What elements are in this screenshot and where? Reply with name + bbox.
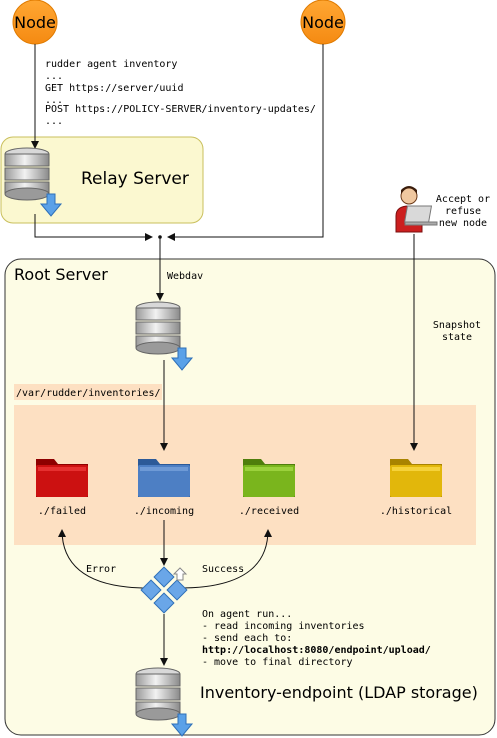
- inventories-path-label: /var/rudder/inventories/: [16, 388, 161, 399]
- line-node-to-merge: [167, 44, 324, 241]
- agent-command-line: POST https://POLICY-SERVER/inventory-upd…: [45, 104, 316, 115]
- process-diamonds-icon: [140, 566, 188, 614]
- database-icon: [135, 667, 194, 737]
- node-left: Node: [12, 0, 58, 45]
- success-label: Success: [202, 564, 244, 575]
- user-action-line: refuse: [445, 206, 481, 217]
- root-server-title: Root Server: [14, 265, 108, 284]
- agent-run-line: On agent run...: [202, 609, 292, 620]
- agent-run-line: - move to final directory: [202, 657, 353, 668]
- folder-historical-icon: [390, 459, 442, 497]
- folder-incoming-icon: [138, 459, 190, 497]
- error-label: Error: [86, 564, 116, 575]
- agent-run-line: - read incoming inventories: [202, 621, 365, 632]
- database-icon: [135, 301, 194, 371]
- folder-received-icon: [243, 459, 295, 497]
- user-laptop-icon: [395, 186, 438, 233]
- agent-command-line: ...: [45, 116, 63, 127]
- agent-run-notes: On agent run... - read incoming inventor…: [202, 609, 431, 668]
- agent-command-line: ...: [45, 71, 63, 82]
- connectors: [31, 44, 418, 666]
- line-relay-to-merge: [34, 214, 153, 241]
- node-right-label: Node: [302, 13, 344, 32]
- folder-incoming-label: ./incoming: [134, 506, 194, 517]
- arrow-process-to-received: [179, 529, 272, 589]
- agent-run-url: http://localhost:8080/endpoint/upload/: [202, 644, 431, 656]
- agent-run-line: - send each to:: [202, 633, 292, 644]
- user-action-line: Accept or: [436, 194, 490, 205]
- folder-received-label: ./received: [239, 506, 299, 517]
- arrow-process-to-failed: [58, 529, 149, 589]
- agent-commands: rudder agent inventory ... GET https://s…: [45, 59, 316, 127]
- endpoint-title: Inventory-endpoint (LDAP storage): [200, 683, 478, 702]
- snapshot-label: Snapshot: [433, 320, 481, 331]
- agent-command-line: ...: [45, 95, 63, 106]
- database-icon: [4, 147, 63, 217]
- user-action-label: Accept or refuse new node: [436, 194, 490, 229]
- agent-command-line: rudder agent inventory: [45, 59, 177, 70]
- webdav-label: Webdav: [167, 271, 203, 282]
- node-left-label: Node: [14, 13, 56, 32]
- folder-failed-label: ./failed: [38, 506, 86, 517]
- user-action-line: new node: [439, 218, 487, 229]
- inventories-path-background: [14, 384, 162, 400]
- folder-failed-icon: [36, 459, 88, 497]
- relay-server-title: Relay Server: [81, 169, 189, 189]
- snapshot-label: state: [442, 332, 472, 343]
- merge-junction: [158, 235, 162, 239]
- node-right: Node: [300, 0, 346, 45]
- agent-command-line: GET https://server/uuid: [45, 83, 183, 94]
- folder-historical-label: ./historical: [380, 506, 452, 517]
